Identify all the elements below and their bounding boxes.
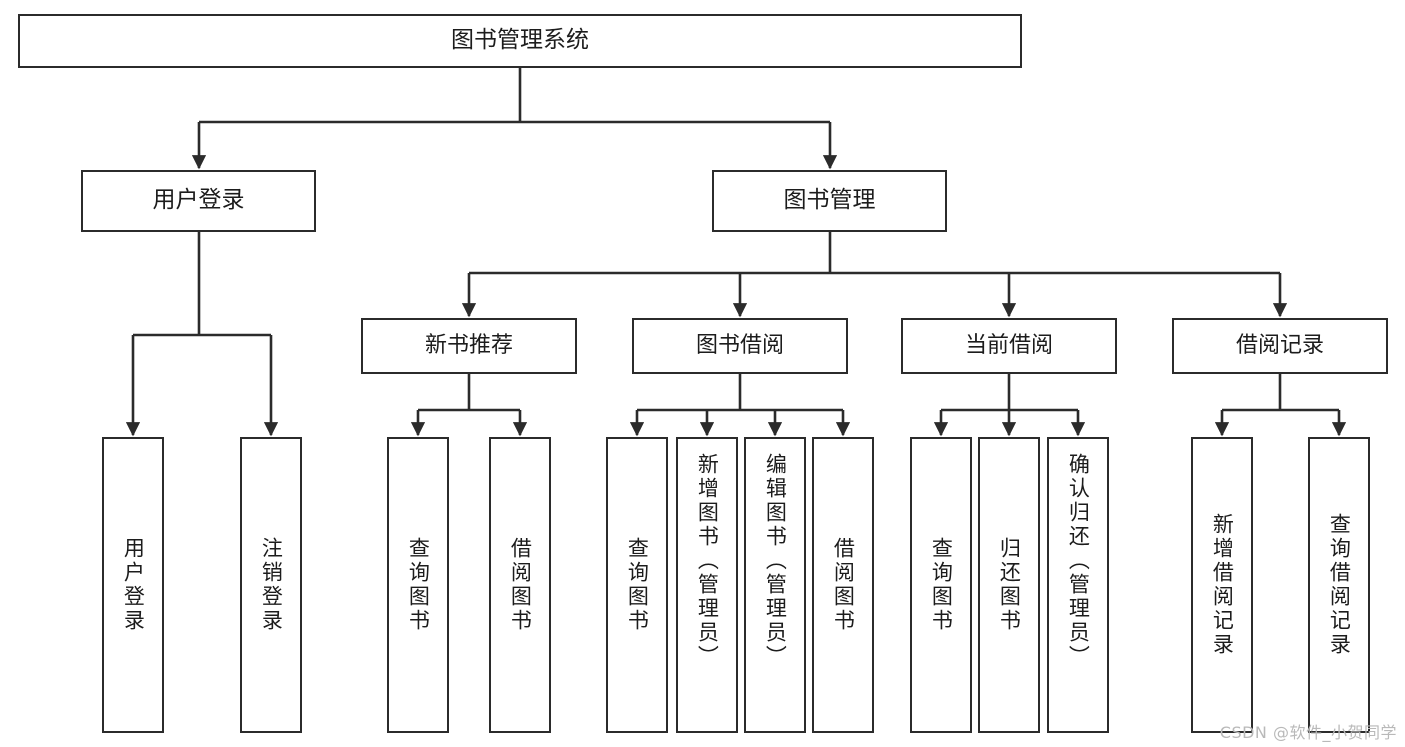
node-leaf-query-book-1-label: 查询图书 (406, 537, 431, 633)
node-leaf-query-book-3-label: 查询图书 (929, 537, 954, 633)
node-new-book-recommend[interactable]: 新书推荐 (361, 318, 577, 374)
node-leaf-add-book[interactable]: 新增图书（管理员） (676, 437, 738, 733)
node-book-manage-label: 图书管理 (783, 187, 876, 214)
node-leaf-confirm-return[interactable]: 确认归还（管理员） (1047, 437, 1109, 733)
node-root[interactable]: 图书管理系统 (18, 14, 1022, 68)
node-book-borrow-label: 图书借阅 (695, 333, 784, 359)
node-leaf-query-record[interactable]: 查询借阅记录 (1308, 437, 1370, 733)
node-leaf-add-book-label: 新增图书（管理员） (695, 453, 720, 669)
node-leaf-query-book-2[interactable]: 查询图书 (606, 437, 668, 733)
node-leaf-user-logout-label: 注销登录 (259, 537, 284, 633)
node-leaf-user-login-label: 用户登录 (121, 537, 146, 633)
node-leaf-borrow-book-2[interactable]: 借阅图书 (812, 437, 874, 733)
node-leaf-query-book-2-label: 查询图书 (625, 537, 650, 633)
node-new-book-recommend-label: 新书推荐 (424, 333, 513, 359)
node-leaf-confirm-return-label: 确认归还（管理员） (1066, 453, 1091, 669)
node-leaf-return-book[interactable]: 归还图书 (978, 437, 1040, 733)
node-leaf-edit-book-label: 编辑图书（管理员） (763, 453, 788, 669)
node-leaf-add-record[interactable]: 新增借阅记录 (1191, 437, 1253, 733)
node-current-borrow[interactable]: 当前借阅 (901, 318, 1117, 374)
node-root-label: 图书管理系统 (451, 27, 589, 54)
node-leaf-add-record-label: 新增借阅记录 (1210, 513, 1235, 657)
node-leaf-return-book-label: 归还图书 (997, 537, 1022, 633)
node-borrow-record[interactable]: 借阅记录 (1172, 318, 1388, 374)
node-leaf-borrow-book-2-label: 借阅图书 (831, 537, 856, 633)
node-leaf-user-logout[interactable]: 注销登录 (240, 437, 302, 733)
node-leaf-edit-book[interactable]: 编辑图书（管理员） (744, 437, 806, 733)
watermark: CSDN @软件_小贺同学 (1219, 723, 1397, 742)
node-borrow-record-label: 借阅记录 (1235, 333, 1324, 359)
node-book-manage[interactable]: 图书管理 (712, 170, 947, 232)
node-leaf-borrow-book-1[interactable]: 借阅图书 (489, 437, 551, 733)
node-user-login[interactable]: 用户登录 (81, 170, 316, 232)
node-book-borrow[interactable]: 图书借阅 (632, 318, 848, 374)
node-current-borrow-label: 当前借阅 (964, 333, 1053, 359)
node-leaf-query-record-label: 查询借阅记录 (1327, 513, 1352, 657)
node-user-login-label: 用户登录 (152, 187, 245, 214)
node-leaf-borrow-book-1-label: 借阅图书 (508, 537, 533, 633)
node-leaf-user-login[interactable]: 用户登录 (102, 437, 164, 733)
node-leaf-query-book-3[interactable]: 查询图书 (910, 437, 972, 733)
node-leaf-query-book-1[interactable]: 查询图书 (387, 437, 449, 733)
